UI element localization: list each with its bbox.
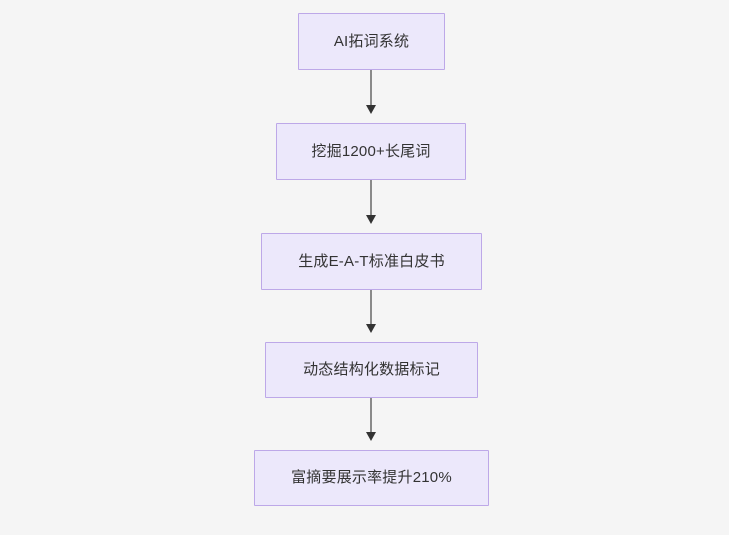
flow-node-label: AI拓词系统 [333, 32, 410, 50]
edge-line [370, 70, 372, 107]
flow-edge [366, 180, 376, 224]
edge-line [370, 398, 372, 434]
flow-node-label: 生成E-A-T标准白皮书 [298, 252, 445, 270]
flow-node-start[interactable]: AI拓词系统 [298, 13, 445, 70]
flow-edge [366, 398, 376, 441]
edge-line [370, 290, 372, 326]
arrowhead-icon [366, 105, 376, 114]
flow-node-step[interactable]: 挖掘1200+长尾词 [276, 123, 466, 180]
flow-node-step[interactable]: 生成E-A-T标准白皮书 [261, 233, 482, 290]
flow-edge [366, 290, 376, 333]
arrowhead-icon [366, 324, 376, 333]
arrowhead-icon [366, 215, 376, 224]
flow-node-label: 富摘要展示率提升210% [291, 469, 452, 486]
flow-node-step[interactable]: 动态结构化数据标记 [265, 342, 478, 398]
flow-node-end[interactable]: 富摘要展示率提升210% [254, 450, 489, 506]
flow-node-label: 挖掘1200+长尾词 [311, 142, 431, 160]
arrowhead-icon [366, 432, 376, 441]
flow-edge [366, 70, 376, 114]
flow-node-label: 动态结构化数据标记 [303, 361, 440, 378]
edge-line [370, 180, 372, 217]
